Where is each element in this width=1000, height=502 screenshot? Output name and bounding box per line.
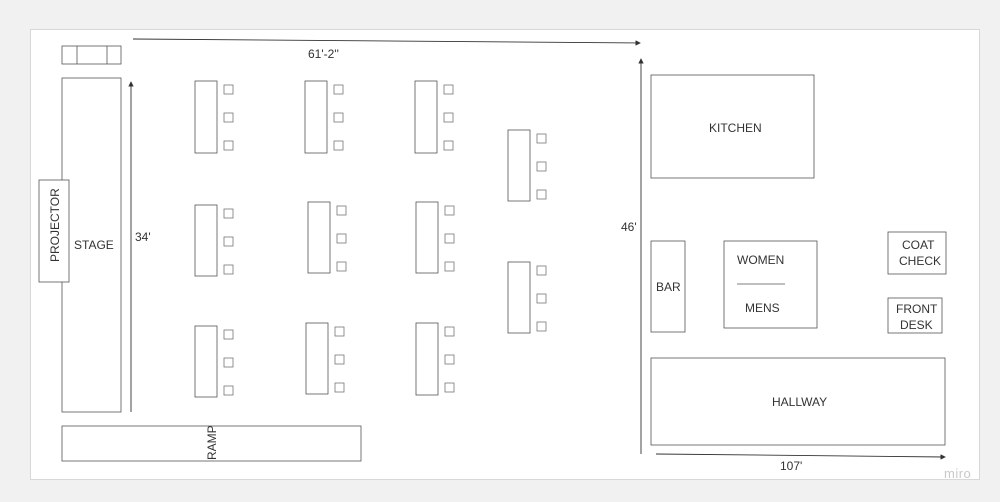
ramp[interactable] bbox=[61, 425, 362, 462]
restrooms[interactable] bbox=[723, 240, 818, 329]
projector-label: PROJECTOR bbox=[48, 188, 62, 262]
hallway-label: HALLWAY bbox=[772, 395, 827, 409]
table-5[interactable] bbox=[307, 201, 331, 274]
chair-8-1[interactable] bbox=[334, 326, 345, 337]
seating-area bbox=[194, 80, 547, 398]
stage-height-dimension: 34' bbox=[135, 230, 151, 244]
bar[interactable] bbox=[650, 240, 686, 333]
mens-label: MENS bbox=[745, 301, 780, 315]
stage[interactable] bbox=[61, 77, 122, 413]
top-width-dimension-line bbox=[132, 38, 641, 46]
women-label: WOMEN bbox=[737, 253, 784, 267]
coat-check[interactable] bbox=[887, 231, 947, 275]
front-desk-label-line1: FRONT bbox=[896, 302, 938, 316]
table-9[interactable] bbox=[415, 322, 439, 396]
chair-2-1[interactable] bbox=[333, 84, 344, 95]
kitchen[interactable] bbox=[650, 74, 815, 179]
chair-11-1[interactable] bbox=[536, 265, 547, 276]
chair-6-2[interactable] bbox=[444, 233, 455, 244]
chair-6-3[interactable] bbox=[444, 261, 455, 272]
ramp-label: RAMP bbox=[205, 425, 219, 460]
chair-3-3[interactable] bbox=[443, 140, 454, 151]
chair-4-2[interactable] bbox=[223, 236, 234, 247]
bottom-width-dimension: 107' bbox=[780, 459, 802, 473]
table-4[interactable] bbox=[194, 204, 218, 277]
table-6[interactable] bbox=[415, 201, 439, 274]
chair-7-2[interactable] bbox=[223, 357, 234, 368]
table-11[interactable] bbox=[507, 261, 531, 334]
chair-8-2[interactable] bbox=[334, 354, 345, 365]
miro-watermark: miro bbox=[944, 466, 972, 481]
kitchen-label: KITCHEN bbox=[709, 121, 762, 135]
stage-label: STAGE bbox=[74, 238, 114, 252]
top-left-fixture[interactable] bbox=[61, 45, 122, 65]
coat-check-label-line1: COAT bbox=[902, 238, 935, 252]
table-8[interactable] bbox=[305, 322, 329, 395]
top-width-dimension: 61'-2'' bbox=[308, 47, 339, 61]
chair-8-3[interactable] bbox=[334, 382, 345, 393]
chair-1-1[interactable] bbox=[223, 84, 234, 95]
chair-5-2[interactable] bbox=[336, 233, 347, 244]
chair-11-3[interactable] bbox=[536, 321, 547, 332]
chair-3-1[interactable] bbox=[443, 84, 454, 95]
bottom-width-dimension-line bbox=[655, 453, 946, 460]
chair-10-2[interactable] bbox=[536, 161, 547, 172]
table-2[interactable] bbox=[304, 80, 328, 154]
projector[interactable] bbox=[38, 179, 70, 283]
chair-7-3[interactable] bbox=[223, 385, 234, 396]
chair-1-3[interactable] bbox=[223, 140, 234, 151]
chair-9-1[interactable] bbox=[444, 326, 455, 337]
chair-3-2[interactable] bbox=[443, 112, 454, 123]
chair-11-2[interactable] bbox=[536, 293, 547, 304]
front-desk[interactable] bbox=[887, 297, 943, 334]
chair-2-2[interactable] bbox=[333, 112, 344, 123]
hallway[interactable] bbox=[650, 357, 946, 446]
chair-9-2[interactable] bbox=[444, 354, 455, 365]
chair-4-1[interactable] bbox=[223, 208, 234, 219]
chair-10-1[interactable] bbox=[536, 133, 547, 144]
right-height-dimension: 46' bbox=[621, 220, 637, 234]
chair-5-1[interactable] bbox=[336, 205, 347, 216]
table-3[interactable] bbox=[414, 80, 438, 154]
chair-10-3[interactable] bbox=[536, 189, 547, 200]
front-desk-label-line2: DESK bbox=[900, 318, 933, 332]
coat-check-label-line2: CHECK bbox=[899, 254, 941, 268]
chair-5-3[interactable] bbox=[336, 261, 347, 272]
chair-7-1[interactable] bbox=[223, 329, 234, 340]
bar-label: BAR bbox=[656, 280, 681, 294]
table-7[interactable] bbox=[194, 325, 218, 398]
chair-2-3[interactable] bbox=[333, 140, 344, 151]
table-1[interactable] bbox=[194, 80, 218, 154]
chair-9-3[interactable] bbox=[444, 382, 455, 393]
chair-4-3[interactable] bbox=[223, 264, 234, 275]
table-10[interactable] bbox=[507, 129, 531, 202]
chair-6-1[interactable] bbox=[444, 205, 455, 216]
chair-1-2[interactable] bbox=[223, 112, 234, 123]
